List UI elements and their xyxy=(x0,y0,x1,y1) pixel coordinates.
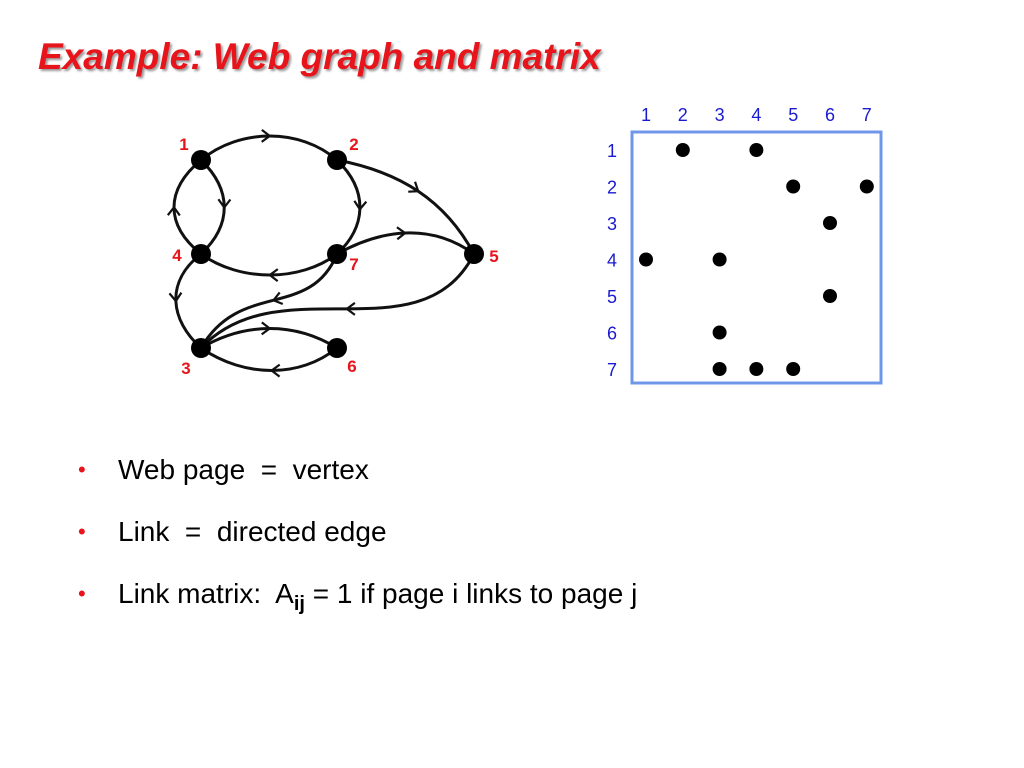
matrix-entry-4-3 xyxy=(712,252,727,267)
matrix-entry-5-6 xyxy=(823,289,837,303)
bullet-text-prefix: Link matrix: A xyxy=(118,578,294,609)
vertex-2 xyxy=(327,150,347,170)
edge-2-to-7 xyxy=(335,158,362,256)
arrowhead-1-to-4 xyxy=(217,198,232,210)
slide-title: Example: Web graph and matrix xyxy=(38,36,601,77)
vertex-3 xyxy=(191,338,211,358)
matrix-entry-7-5 xyxy=(786,362,801,376)
bullet-text: Web page = vertex xyxy=(118,454,369,485)
arrowhead-3-to-6 xyxy=(261,321,272,336)
link-matrix: 1 2 3 4 5 6 7 1 2 3 4 5 6 7 xyxy=(607,105,883,385)
vertices-layer: 1 2 3 4 5 6 7 xyxy=(172,135,498,378)
matrix-entry-2-7 xyxy=(859,179,874,194)
bullet-mark: • xyxy=(78,581,86,606)
matrix-row-label-3: 3 xyxy=(607,214,617,234)
matrix-col-label-5: 5 xyxy=(788,105,798,125)
matrix-col-label-2: 2 xyxy=(678,105,688,125)
matrix-row-label-6: 6 xyxy=(607,324,617,344)
matrix-col-label-6: 6 xyxy=(825,105,835,125)
edge-7-to-4 xyxy=(200,252,338,277)
bullet-item-matrix: • Link matrix: Aij = 1 if page i links to… xyxy=(78,572,637,634)
matrix-col-label-1: 1 xyxy=(641,105,651,125)
edge-7-to-3 xyxy=(199,253,339,349)
graph-and-matrix-figure: 1 2 3 4 5 6 7 1 2 3 4 5 6 7 1 2 3 4 5 6 7 xyxy=(166,105,883,385)
vertex-label-1: 1 xyxy=(179,135,188,154)
bullet-list: • Web page = vertex • Link = directed edge… xyxy=(78,448,637,634)
matrix-entry-6-3 xyxy=(712,325,727,340)
matrix-entry-1-2 xyxy=(675,143,690,157)
arrowhead-2-to-7 xyxy=(353,200,368,212)
bullet-item-edge: • Link = directed edge xyxy=(78,510,637,572)
bullet-item-vertex: • Web page = vertex xyxy=(78,448,637,510)
vertex-7 xyxy=(327,244,347,264)
matrix-entry-7-3 xyxy=(712,362,727,376)
arrowhead-7-to-5 xyxy=(396,226,407,241)
vertex-5 xyxy=(464,244,484,264)
matrix-entry-4-1 xyxy=(639,252,653,267)
vertex-label-5: 5 xyxy=(489,247,498,266)
arrowhead-7-to-4 xyxy=(267,268,279,282)
arrowhead-5-to-3 xyxy=(345,301,356,316)
edge-7-to-5 xyxy=(336,231,475,256)
vertex-1 xyxy=(191,150,211,170)
matrix-row-label-7: 7 xyxy=(607,360,617,380)
arrowhead-1-to-2 xyxy=(261,129,272,143)
bullet-text-suffix: = 1 if page i links to page j xyxy=(304,578,638,609)
edge-1-to-4 xyxy=(199,158,226,256)
subscript-ij: ij xyxy=(293,593,305,615)
matrix-row-label-1: 1 xyxy=(607,141,617,161)
edge-4-to-1 xyxy=(172,158,202,256)
vertex-label-7: 7 xyxy=(349,255,358,274)
arrowhead-4-to-1 xyxy=(166,205,181,217)
matrix-row-label-2: 2 xyxy=(607,178,617,198)
matrix-entry-2-5 xyxy=(786,179,801,194)
bullet-text: Link = directed edge xyxy=(118,516,387,547)
arrowhead-6-to-3 xyxy=(269,363,281,378)
arrowhead-2-to-5 xyxy=(408,181,420,193)
bullet-mark: • xyxy=(78,519,86,544)
matrix-row-label-5: 5 xyxy=(607,287,617,307)
vertex-label-3: 3 xyxy=(181,359,190,378)
matrix-entry-3-6 xyxy=(823,216,837,230)
matrix-col-label-4: 4 xyxy=(751,105,761,125)
vertex-label-2: 2 xyxy=(349,135,358,154)
vertex-6 xyxy=(327,338,347,358)
edge-5-to-3 xyxy=(199,253,476,350)
vertex-label-4: 4 xyxy=(172,246,182,265)
matrix-col-label-3: 3 xyxy=(715,105,725,125)
edge-1-to-2 xyxy=(200,134,338,162)
matrix-border xyxy=(630,130,883,385)
edge-4-to-3 xyxy=(174,252,203,350)
arrowhead-7-to-3 xyxy=(271,291,284,306)
vertex-label-6: 6 xyxy=(347,357,356,376)
matrix-entry-7-4 xyxy=(749,362,764,376)
edges-layer xyxy=(166,129,476,378)
bullet-mark: • xyxy=(78,457,86,482)
edge-6-to-3 xyxy=(200,346,338,372)
matrix-col-label-7: 7 xyxy=(862,105,872,125)
matrix-row-label-4: 4 xyxy=(607,251,617,271)
arrowhead-4-to-3 xyxy=(168,292,183,303)
vertex-4 xyxy=(191,244,211,264)
matrix-entry-1-4 xyxy=(749,143,764,157)
